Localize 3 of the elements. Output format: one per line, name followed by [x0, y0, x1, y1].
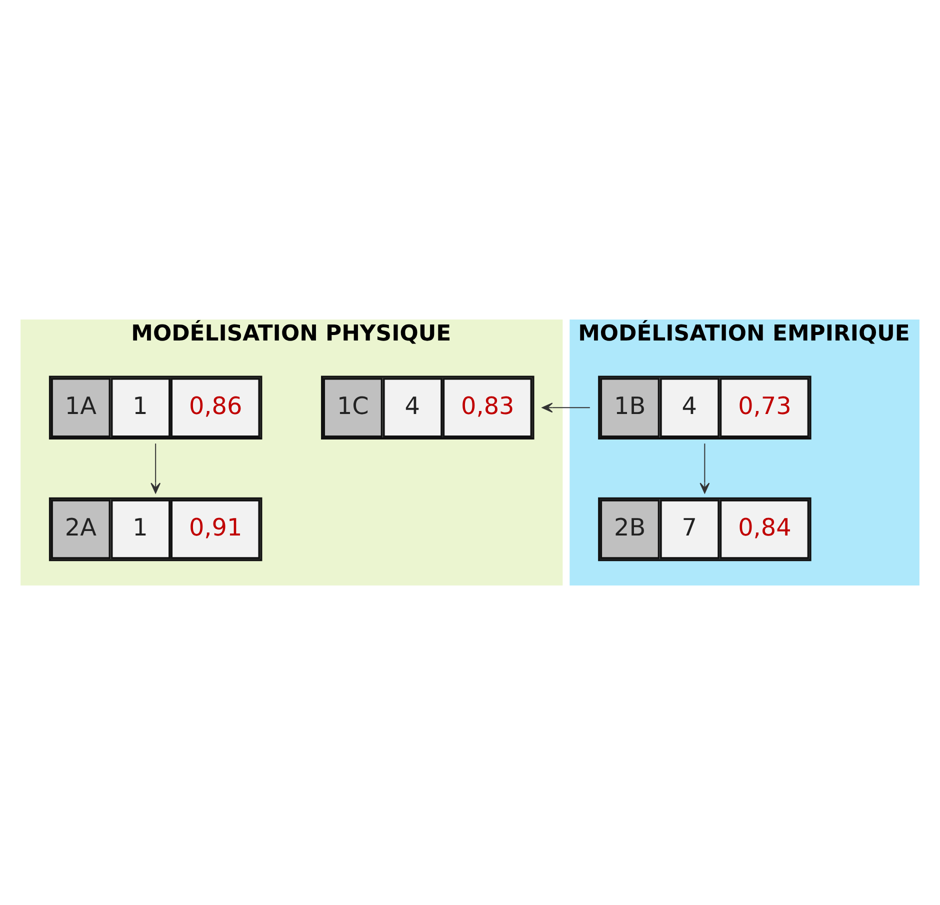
arrow	[700, 443, 710, 494]
arrow	[542, 402, 590, 413]
arrow	[150, 443, 161, 494]
